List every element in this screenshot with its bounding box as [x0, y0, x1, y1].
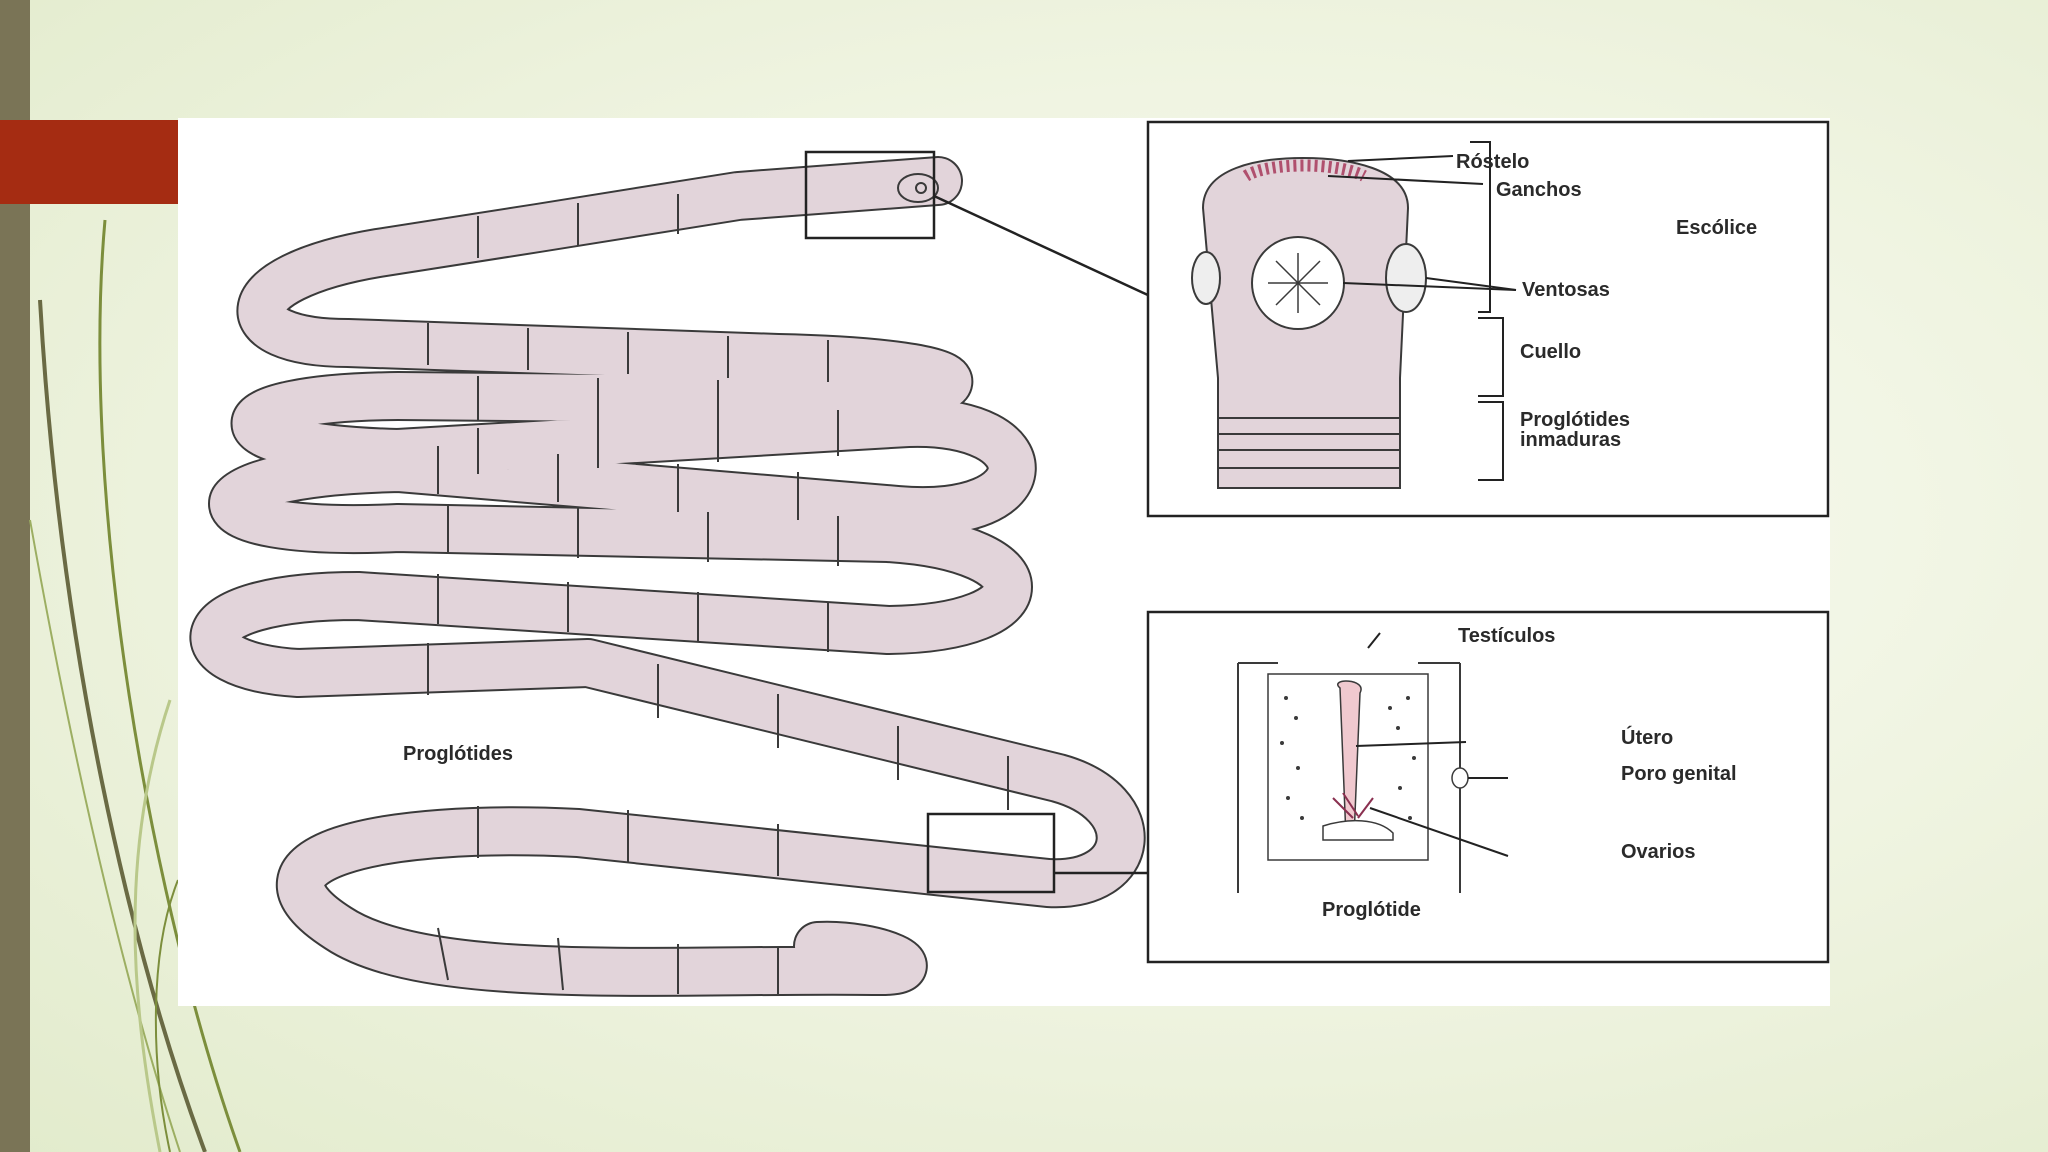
- label-ganchos: Ganchos: [1496, 179, 1582, 201]
- label-ventosas: Ventosas: [1522, 279, 1610, 301]
- label-ovarios: Ovarios: [1621, 841, 1696, 863]
- label-escolice: Escólice: [1676, 217, 1758, 239]
- label-proglotide: Proglótide: [1322, 899, 1421, 921]
- label-proglotides-inmaduras-2: inmaduras: [1520, 429, 1622, 451]
- scolex-panel: [1146, 120, 1830, 518]
- proglottid-zoom-box: [926, 812, 1056, 894]
- decorative-curves: [29, 219, 242, 1152]
- scolex-zoom-box: [804, 150, 936, 240]
- label-poro-genital: Poro genital: [1621, 763, 1737, 785]
- proglottid-panel: [1146, 610, 1830, 964]
- label-utero: Útero: [1621, 727, 1674, 749]
- label-proglotides-worm: Proglótides: [403, 743, 514, 765]
- label-testiculos: Testículos: [1458, 625, 1556, 647]
- label-cuello: Cuello: [1520, 341, 1582, 363]
- tapeworm-diagram: [189, 120, 1830, 997]
- label-proglotides-inmaduras-1: Proglótides: [1520, 409, 1631, 431]
- label-rostelo: Róstelo: [1456, 151, 1530, 173]
- slide-accent-tab: [0, 120, 178, 204]
- tapeworm-figure: Proglótides Róstelo Ganchos Escólice Ven…: [178, 118, 1830, 1006]
